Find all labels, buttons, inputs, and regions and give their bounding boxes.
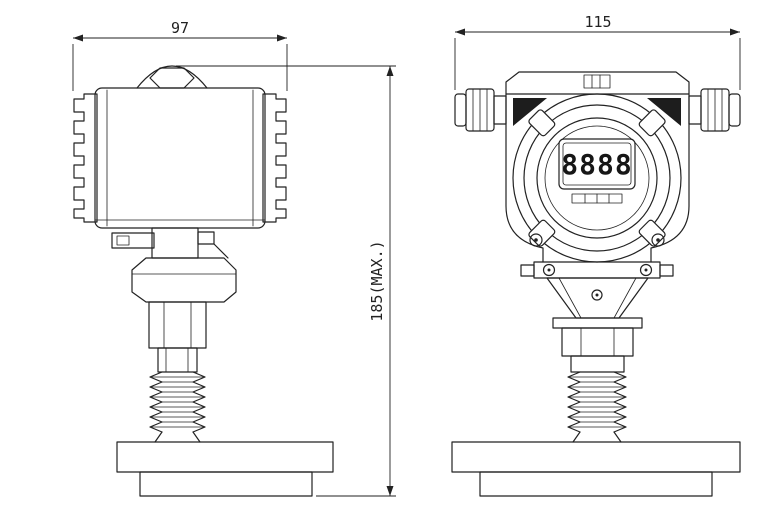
collar — [552, 317, 643, 329]
screw-left — [529, 233, 543, 247]
top-dome — [136, 65, 208, 89]
flange-transition-right — [192, 431, 201, 443]
hex-plug — [149, 67, 195, 89]
flange-transition-front-left — [572, 431, 581, 443]
dimension-label-front-width: 115 — [584, 13, 611, 31]
lcd-panel — [558, 138, 636, 190]
bracket-bolt-dot — [595, 293, 599, 297]
bezel-slot — [528, 109, 556, 137]
mounting-bolt-left — [542, 263, 556, 277]
conduit-latch — [111, 232, 155, 249]
side-view — [73, 65, 334, 497]
flange-transition-front-right — [613, 431, 622, 443]
bezel-slot — [638, 109, 666, 137]
process-adapter — [131, 257, 237, 303]
mounting-bolt-right-dot — [644, 268, 648, 272]
cover-vent — [583, 74, 611, 89]
dimension-label-overall-height: 185(MAX.) — [368, 240, 386, 321]
lcd-frame — [562, 142, 632, 186]
cooling-fins-front — [567, 371, 627, 433]
housing-body — [94, 87, 266, 229]
glass-ring — [536, 117, 658, 239]
inner-ring — [544, 125, 650, 231]
bezel-ring — [523, 104, 671, 252]
end-cap-right — [262, 93, 287, 223]
screw-right-dot — [656, 238, 660, 242]
dimension-97: 97 — [72, 19, 288, 91]
housing-side-right — [650, 93, 690, 263]
dim-arrow-left — [455, 28, 465, 36]
stem-cylinder-front — [570, 355, 625, 373]
indicator-bar-ticks — [584, 193, 610, 204]
dim-arrow-right — [730, 28, 740, 36]
hex-neck-front — [561, 327, 634, 357]
mounting-bolt-left-dot — [547, 268, 551, 272]
dimension-115: 115 — [454, 13, 741, 90]
end-cap-left — [73, 93, 98, 223]
dimension-185: 185(MAX.) — [176, 65, 396, 497]
screw-right — [651, 233, 665, 247]
cooling-fins-side — [149, 371, 206, 433]
hex-neck — [148, 301, 207, 349]
front-view: 8888 — [451, 71, 741, 497]
mounting-wing-left — [520, 264, 535, 277]
dim-arrow-left — [73, 34, 83, 42]
dimension-label-side-width: 97 — [171, 19, 189, 37]
bracket-braces — [558, 277, 637, 319]
housing-side-left — [505, 93, 544, 263]
dim-arrow-top — [386, 66, 394, 76]
flange-front — [451, 441, 741, 473]
dim-arrow-right — [277, 34, 287, 42]
corner-wedge-right — [647, 98, 681, 126]
junction-strut — [213, 243, 229, 259]
cable-gland-left — [454, 88, 507, 132]
flange-side — [116, 441, 334, 473]
junction-block — [151, 227, 199, 259]
flange-facing-front — [479, 471, 713, 497]
bracket-bolt — [591, 289, 603, 301]
junction-tab — [197, 231, 215, 245]
flange-facing-side — [139, 471, 313, 497]
lcd-digits: 8888 — [561, 148, 632, 181]
stem-cylinder — [157, 347, 198, 373]
flange-transition-left — [154, 431, 163, 443]
mounting-wing-right — [659, 264, 674, 277]
screw-left-dot — [534, 238, 538, 242]
mounting-bolt-right — [639, 263, 653, 277]
cable-gland-right — [688, 88, 741, 132]
corner-wedge-left — [513, 98, 547, 126]
conduit-latch-detail — [116, 235, 130, 246]
dim-arrow-bottom — [386, 486, 394, 496]
